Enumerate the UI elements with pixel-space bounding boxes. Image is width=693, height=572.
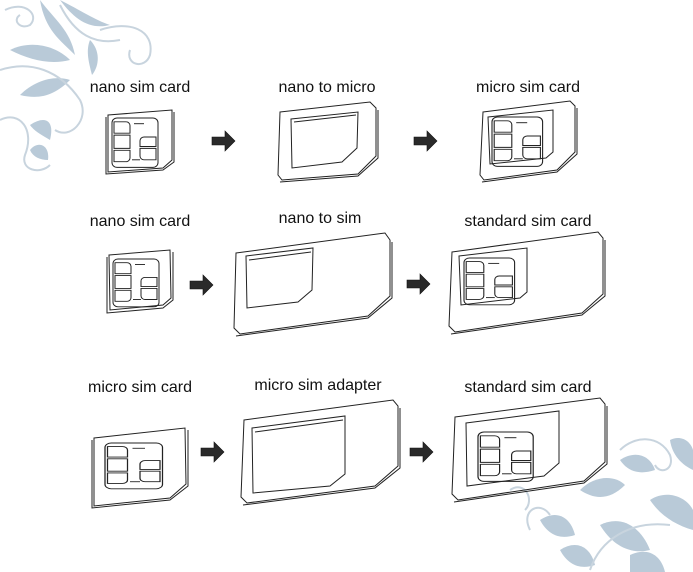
micro-sim-card-1 — [479, 100, 578, 183]
floral-ornament-top-left — [0, 0, 152, 172]
label-row2-item1: nano sim card — [89, 213, 191, 230]
arrow-right-icon — [211, 130, 236, 152]
label-row3-item2: micro sim adapter — [254, 377, 382, 394]
nano-to-micro-adapter — [277, 101, 379, 183]
label-row2-item2: nano to sim — [278, 210, 362, 227]
micro-sim-adapter — [240, 399, 401, 506]
standard-sim-card-2 — [451, 397, 608, 503]
label-row1-item2: nano to micro — [278, 79, 376, 96]
nano-to-sim-adapter — [233, 232, 393, 337]
label-row2-item3: standard sim card — [464, 213, 592, 230]
label-row3-item1: micro sim card — [87, 379, 193, 396]
arrow-right-icon — [409, 441, 434, 463]
micro-sim-card-2 — [91, 427, 189, 509]
arrow-right-icon — [406, 273, 431, 295]
nano-sim-card-1 — [105, 109, 175, 175]
label-row1-item3: micro sim card — [475, 79, 581, 96]
arrow-right-icon — [413, 130, 438, 152]
label-row1-item1: nano sim card — [89, 79, 191, 96]
label-row3-item3: standard sim card — [464, 379, 592, 396]
nano-sim-card-2 — [106, 249, 174, 314]
standard-sim-card-1 — [448, 231, 606, 335]
floral-ornament-bottom-right — [509, 438, 693, 572]
arrow-right-icon — [200, 441, 225, 463]
arrow-right-icon — [189, 274, 214, 296]
